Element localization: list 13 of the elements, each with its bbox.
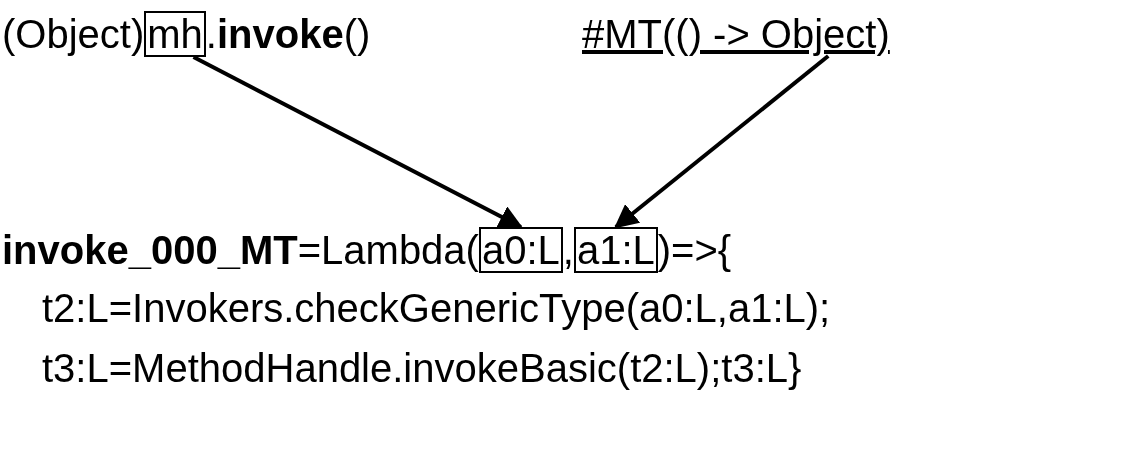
type-annotation: #MT(() -> Object): [582, 12, 890, 56]
code-text: )=>{: [657, 227, 732, 274]
code-text: .invoke(): [205, 11, 371, 58]
code-text: t3:L=MethodHandle.invokeBasic(t2:L);t3:L}: [42, 346, 802, 390]
boxed-code-text: mh: [144, 11, 206, 57]
code-text: invoke_000_MT=Lambda(: [2, 227, 479, 274]
code-text: t2:L=Invokers.checkGenericType(a0:L,a1:L);: [42, 286, 831, 330]
arrow: [192, 55, 523, 229]
arrow: [614, 54, 830, 229]
boxed-code-text: a1:L: [573, 227, 658, 273]
code-text: (Object): [2, 11, 145, 58]
boxed-code-text: a0:L: [478, 227, 563, 273]
code-text: ,: [562, 227, 574, 274]
